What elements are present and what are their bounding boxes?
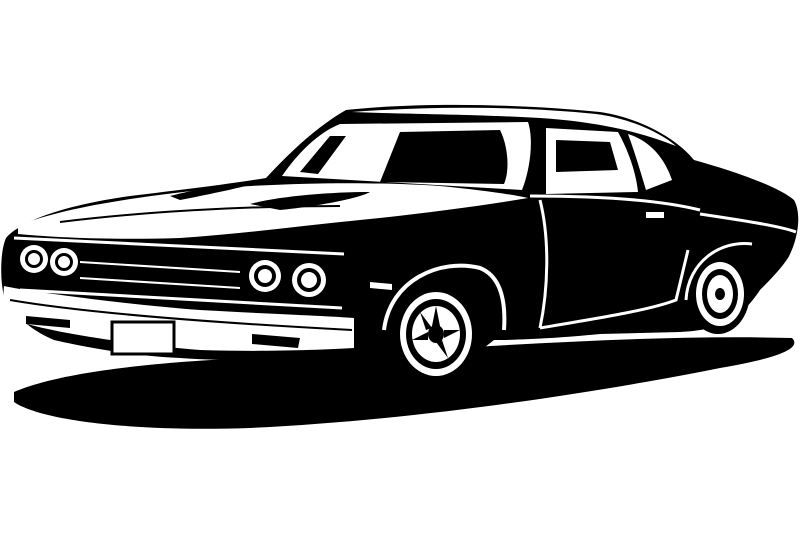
side-mirror	[562, 173, 595, 190]
door-handle	[646, 212, 664, 218]
door-line	[538, 199, 690, 330]
license-plate	[110, 320, 176, 356]
roof-highlight	[352, 107, 676, 146]
rear-wheel	[686, 250, 750, 334]
headlights	[20, 245, 326, 297]
ground-shadow	[14, 337, 795, 429]
windshield-reflection	[380, 130, 508, 184]
front-wheel	[390, 282, 482, 386]
hood-scoop	[250, 192, 370, 210]
side-window-rear	[628, 134, 672, 190]
hood	[18, 183, 528, 239]
